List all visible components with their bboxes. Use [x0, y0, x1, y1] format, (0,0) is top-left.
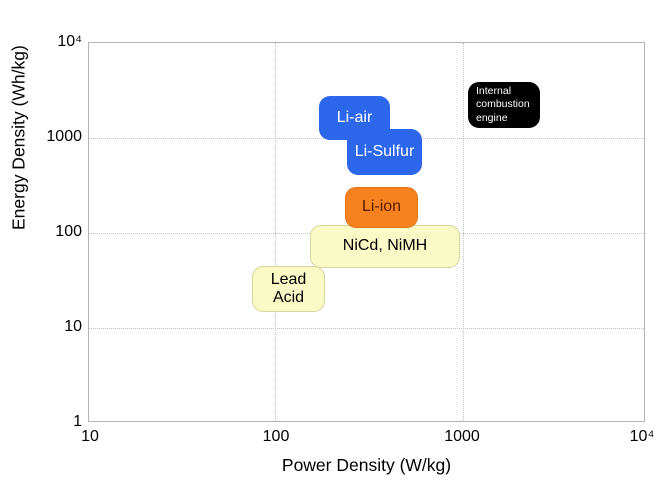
x-tick-1000: 1000 [444, 428, 480, 445]
region-li-sulfur: Li-Sulfur [347, 129, 422, 175]
y-tick-1: 1 [73, 413, 82, 430]
gridline-y-10 [89, 328, 644, 329]
region-ice-label-line1: Internal [476, 84, 512, 97]
x-tick-10000: 10⁴ [629, 428, 655, 445]
y-tick-10: 10 [64, 318, 82, 335]
gridline-x-100 [275, 43, 276, 421]
x-tick-10: 10 [81, 428, 99, 445]
region-nicd-nimh: NiCd, NiMH [310, 225, 460, 268]
y-tick-10000: 10⁴ [57, 33, 82, 50]
region-ice-label-line3: engine [476, 111, 508, 124]
x-axis-title: Power Density (W/kg) [281, 455, 452, 475]
region-li-sulfur-label: Li-Sulfur [354, 142, 415, 160]
gridline-x-1000 [463, 43, 464, 421]
y-tick-100: 100 [55, 223, 82, 240]
x-tick-100: 100 [262, 428, 290, 445]
region-li-air-label: Li-air [336, 108, 373, 126]
y-tick-1000: 1000 [46, 128, 82, 145]
region-internal-combustion-engine: Internal combustion engine [468, 82, 540, 128]
region-lead-acid-label: Lead Acid [270, 270, 307, 306]
region-nicd-nimh-label: NiCd, NiMH [342, 237, 428, 255]
region-lead-acid: Lead Acid [252, 266, 325, 312]
region-li-ion: Li-ion [345, 187, 418, 228]
region-ice-label-line2: combustion [476, 98, 530, 111]
region-li-ion-label: Li-ion [361, 198, 402, 216]
